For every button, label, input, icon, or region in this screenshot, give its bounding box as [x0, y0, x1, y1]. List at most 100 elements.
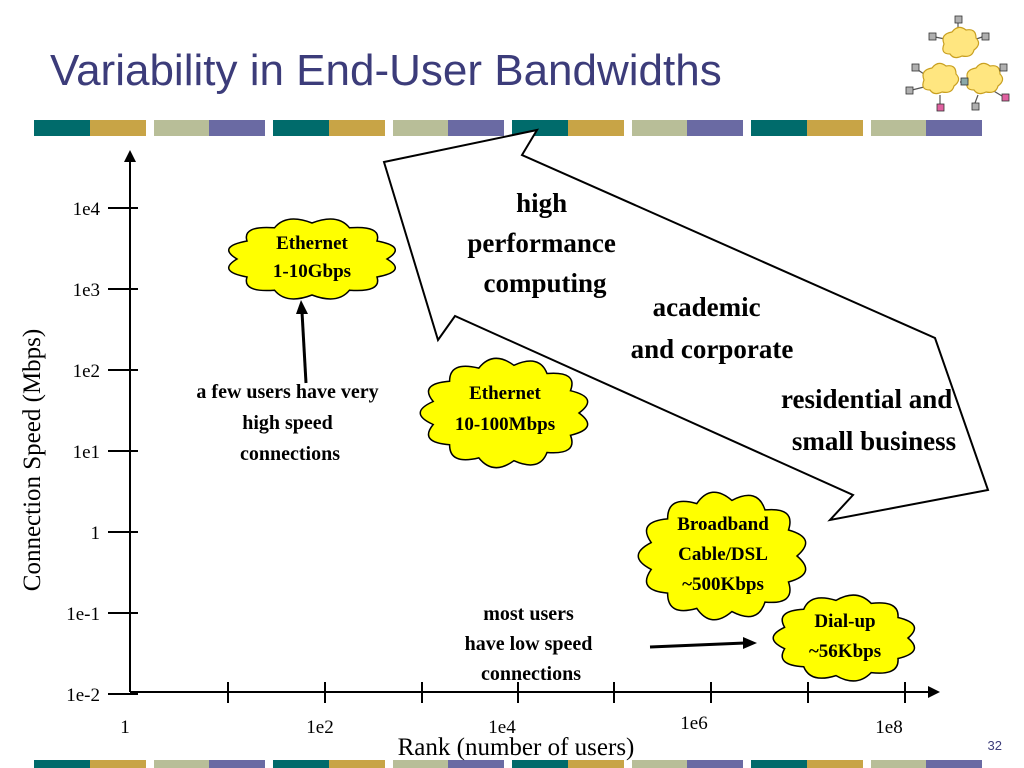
cloud-shape	[772, 594, 916, 682]
decorative-band-bottom	[34, 760, 982, 768]
band-segment	[34, 760, 146, 768]
band-swatch	[567, 760, 624, 768]
band-swatch	[926, 760, 982, 768]
cloud-ethernet-10-100mbps: Ethernet 10-100Mbps	[419, 357, 589, 469]
band-swatch	[34, 120, 90, 136]
band-swatch	[89, 760, 146, 768]
band-swatch	[751, 760, 807, 768]
band-segment	[153, 120, 265, 136]
x-axis-title: Rank (number of users)	[398, 734, 635, 761]
most-users-pointer-arrowhead	[743, 637, 757, 649]
few-users-note: a few users have very high speed connect…	[196, 381, 383, 465]
band-segment	[153, 760, 265, 768]
residential-label-line: small business	[792, 426, 956, 456]
cloud-label-line: 10-100Mbps	[455, 414, 555, 435]
band-swatch	[448, 120, 504, 136]
band-swatch	[273, 120, 329, 136]
band-swatch	[512, 760, 568, 768]
band-swatch	[567, 120, 624, 136]
cloud-label-line: Ethernet	[276, 233, 348, 254]
hpc-label: high performance computing	[467, 188, 622, 298]
y-tick-label: 1e2	[73, 361, 100, 382]
cloud-shape	[637, 491, 807, 621]
residential-label-line: residential and	[781, 384, 952, 414]
cloud-label-line: Cable/DSL	[678, 544, 768, 565]
y-tick-label: 1e3	[73, 280, 100, 301]
cloud-shape	[228, 218, 396, 300]
y-tick-label: 1e-1	[66, 604, 100, 625]
academic-label-line: and corporate	[631, 334, 794, 364]
most-users-pointer-line	[649, 641, 746, 649]
band-segment	[870, 760, 982, 768]
band-swatch	[209, 120, 265, 136]
band-swatch	[751, 120, 807, 136]
network-logo-icon	[911, 22, 1004, 105]
few-users-note-line: connections	[240, 443, 340, 465]
band-swatch	[926, 120, 982, 136]
x-tick-label: 1e6	[680, 713, 707, 734]
double-headed-arrow	[382, 128, 990, 522]
x-tick-label: 1	[120, 717, 130, 738]
band-segment	[631, 120, 743, 136]
band-segment	[512, 760, 624, 768]
few-users-note-line: a few users have very	[196, 381, 378, 403]
cloud-label-line: ~56Kbps	[809, 641, 881, 662]
y-tick-label: 1	[91, 523, 101, 544]
x-tick-label: 1e2	[306, 717, 333, 738]
band-swatch	[448, 760, 504, 768]
band-segment	[34, 120, 146, 136]
most-users-note-line: have low speed	[465, 633, 593, 655]
x-axis-arrowhead	[928, 686, 940, 698]
band-swatch	[392, 760, 449, 768]
band-swatch	[328, 760, 385, 768]
hpc-label-line: high	[516, 188, 567, 218]
y-axis-ticks: 1e4 1e3 1e2 1e1 1 1e-1 1e-2	[66, 199, 138, 706]
band-segment	[751, 760, 863, 768]
band-segment	[273, 120, 385, 136]
band-segment	[273, 760, 385, 768]
page-number: 32	[987, 738, 1002, 753]
hpc-label-line: performance	[467, 228, 615, 258]
x-tick-label: 1e8	[875, 717, 902, 738]
band-swatch	[806, 120, 863, 136]
cloud-label-line: Broadband	[677, 514, 769, 535]
cloud-label-line: Ethernet	[469, 383, 541, 404]
band-segment	[392, 120, 504, 136]
band-swatch	[273, 760, 329, 768]
band-swatch	[209, 760, 265, 768]
hpc-label-line: computing	[483, 268, 607, 298]
band-segment	[870, 120, 982, 136]
band-swatch	[34, 760, 90, 768]
band-swatch	[328, 120, 385, 136]
cloud-label: Dial-up ~56Kbps	[809, 611, 881, 662]
residential-label: residential and small business	[781, 384, 959, 456]
band-swatch	[687, 120, 743, 136]
slide-title: Variability in End-User Bandwidths	[50, 46, 722, 95]
band-segment	[631, 760, 743, 768]
cloud-label-line: 1-10Gbps	[273, 261, 351, 282]
cloud-dial-up: Dial-up ~56Kbps	[772, 594, 916, 682]
y-tick-label: 1e4	[73, 199, 101, 220]
band-swatch	[631, 760, 688, 768]
x-tick-label: 1e4	[488, 717, 516, 738]
cloud-shape	[419, 357, 589, 469]
academic-label: academic and corporate	[631, 292, 794, 364]
y-axis-title: Connection Speed (Mbps)	[19, 329, 46, 591]
band-swatch	[631, 120, 688, 136]
cloud-label-line: Dial-up	[814, 611, 875, 632]
y-axis-arrowhead	[124, 150, 136, 162]
network-logo-nodes	[905, 15, 1010, 112]
y-tick-label: 1e1	[73, 442, 100, 463]
band-swatch	[687, 760, 743, 768]
band-swatch	[153, 760, 210, 768]
academic-label-line: academic	[653, 292, 761, 322]
band-swatch	[870, 120, 927, 136]
few-users-pointer-arrowhead	[296, 300, 308, 314]
band-swatch	[392, 120, 449, 136]
y-tick-label: 1e-2	[66, 685, 100, 706]
band-segment	[392, 760, 504, 768]
